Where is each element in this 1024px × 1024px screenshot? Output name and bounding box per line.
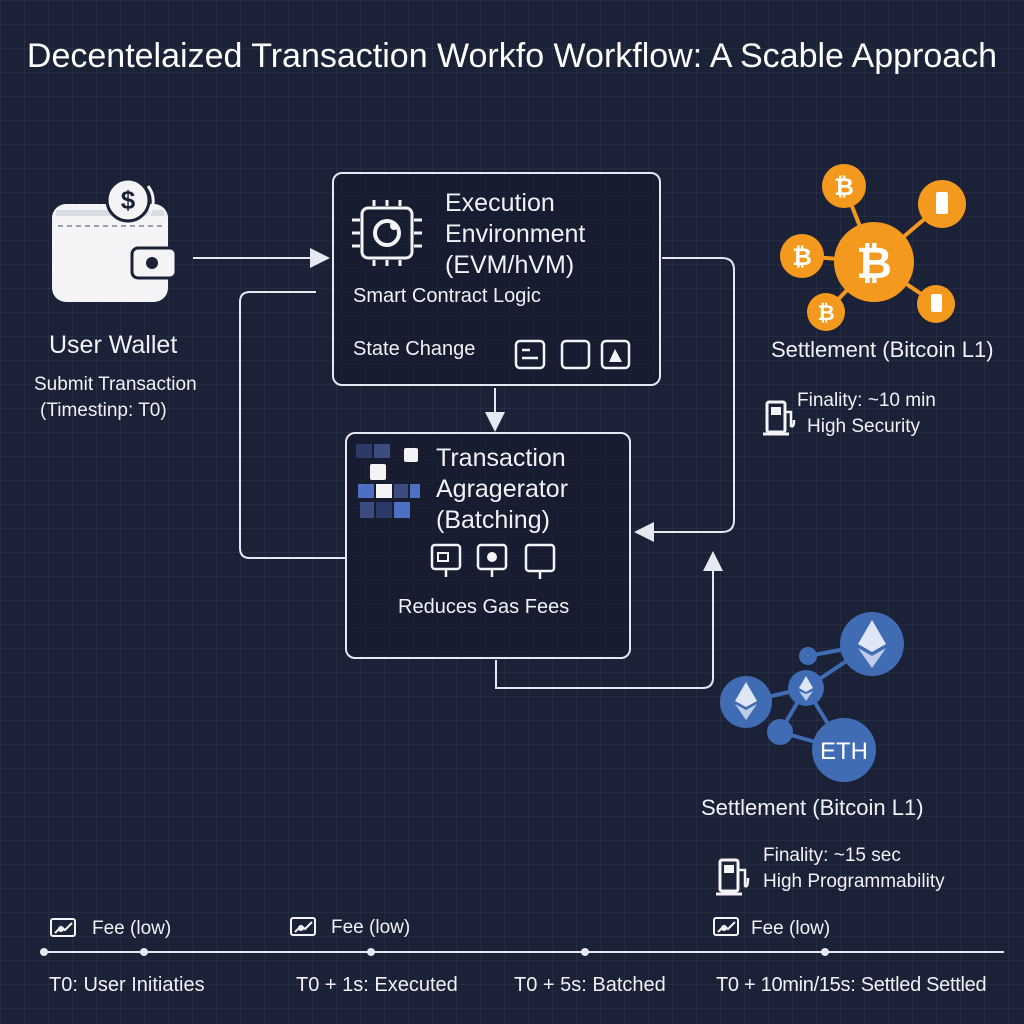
chip-icon xyxy=(352,200,422,266)
aggregator-icons xyxy=(430,543,556,579)
eth-settlement-label: Settlement (Bitcoin L1) xyxy=(701,795,924,820)
timeline-step-2: T0 + 1s: Executed xyxy=(296,974,458,996)
fee-label-3: Fee (low) xyxy=(751,918,831,939)
monitor-icon xyxy=(430,543,462,571)
bitcoin-security-text: High Security xyxy=(807,416,920,437)
fuel-pump-icon xyxy=(763,400,796,436)
state-change-icons xyxy=(514,339,631,370)
reduces-gas-fees-label: Reduces Gas Fees xyxy=(398,596,570,618)
wallet-timestamp-text: (Timestinp: T0) xyxy=(40,400,167,421)
fee-icon-2 xyxy=(290,917,316,936)
wallet-label: User Wallet xyxy=(49,331,178,359)
aggregator-title-line2: Agragerator xyxy=(436,475,569,503)
mosaic-grid-icon xyxy=(356,444,420,518)
svg-text:₿: ₿ xyxy=(834,174,854,201)
eth-node-label: ETH xyxy=(820,738,868,765)
page-title: Decentelaized Transaction Workfo Workflo… xyxy=(26,37,998,75)
aggregator-title-line3: (Batching) xyxy=(436,506,550,534)
fee-icon-1 xyxy=(50,918,76,937)
eth-fuel-pump-icon xyxy=(716,858,750,896)
svg-text:₿: ₿ xyxy=(817,302,834,325)
execution-title-line3: (EVM/hVM) xyxy=(445,251,575,279)
ethereum-network-icon: ETH xyxy=(720,612,904,782)
square-icon xyxy=(560,339,591,370)
execution-title-line2: Environment xyxy=(445,220,586,248)
eth-finality-text: Finality: ~15 sec xyxy=(763,845,901,866)
fee-label-2: Fee (low) xyxy=(331,917,411,938)
lock-icon xyxy=(600,339,631,370)
timeline-step-4: T0 + 10min/15s: Settled Settled xyxy=(716,974,987,996)
fee-icon-3 xyxy=(713,917,739,936)
bitcoin-settlement-label: Settlement (Bitcoin L1) xyxy=(771,337,994,362)
loop-right xyxy=(634,257,735,542)
loop-bottom xyxy=(495,551,723,689)
bitcoin-finality-text: Finality: ~10 min xyxy=(797,390,936,411)
fee-label-1: Fee (low) xyxy=(92,918,172,939)
timeline-step-1: T0: User Initiaties xyxy=(49,974,205,996)
smart-contract-logic-label: Smart Contract Logic xyxy=(353,285,541,307)
wallet-submit-text: Submit Transaction xyxy=(34,374,197,395)
wallet-icon: $ xyxy=(52,178,178,302)
svg-text:$: $ xyxy=(121,185,136,215)
bitcoin-network-icon: ₿ ₿ ₿ ₿ xyxy=(780,164,966,331)
execution-title-line1: Execution xyxy=(445,189,555,217)
state-change-label: State Change xyxy=(353,338,476,360)
list-icon xyxy=(514,339,546,370)
svg-text:₿: ₿ xyxy=(792,244,812,271)
timeline-step-3: T0 + 5s: Batched xyxy=(514,974,666,996)
eth-programmability-text: High Programmability xyxy=(763,871,945,892)
screen-icon xyxy=(524,543,556,573)
loop-left xyxy=(239,291,345,559)
svg-text:₿: ₿ xyxy=(856,239,892,288)
aggregator-title-line1: Transaction xyxy=(436,444,566,472)
